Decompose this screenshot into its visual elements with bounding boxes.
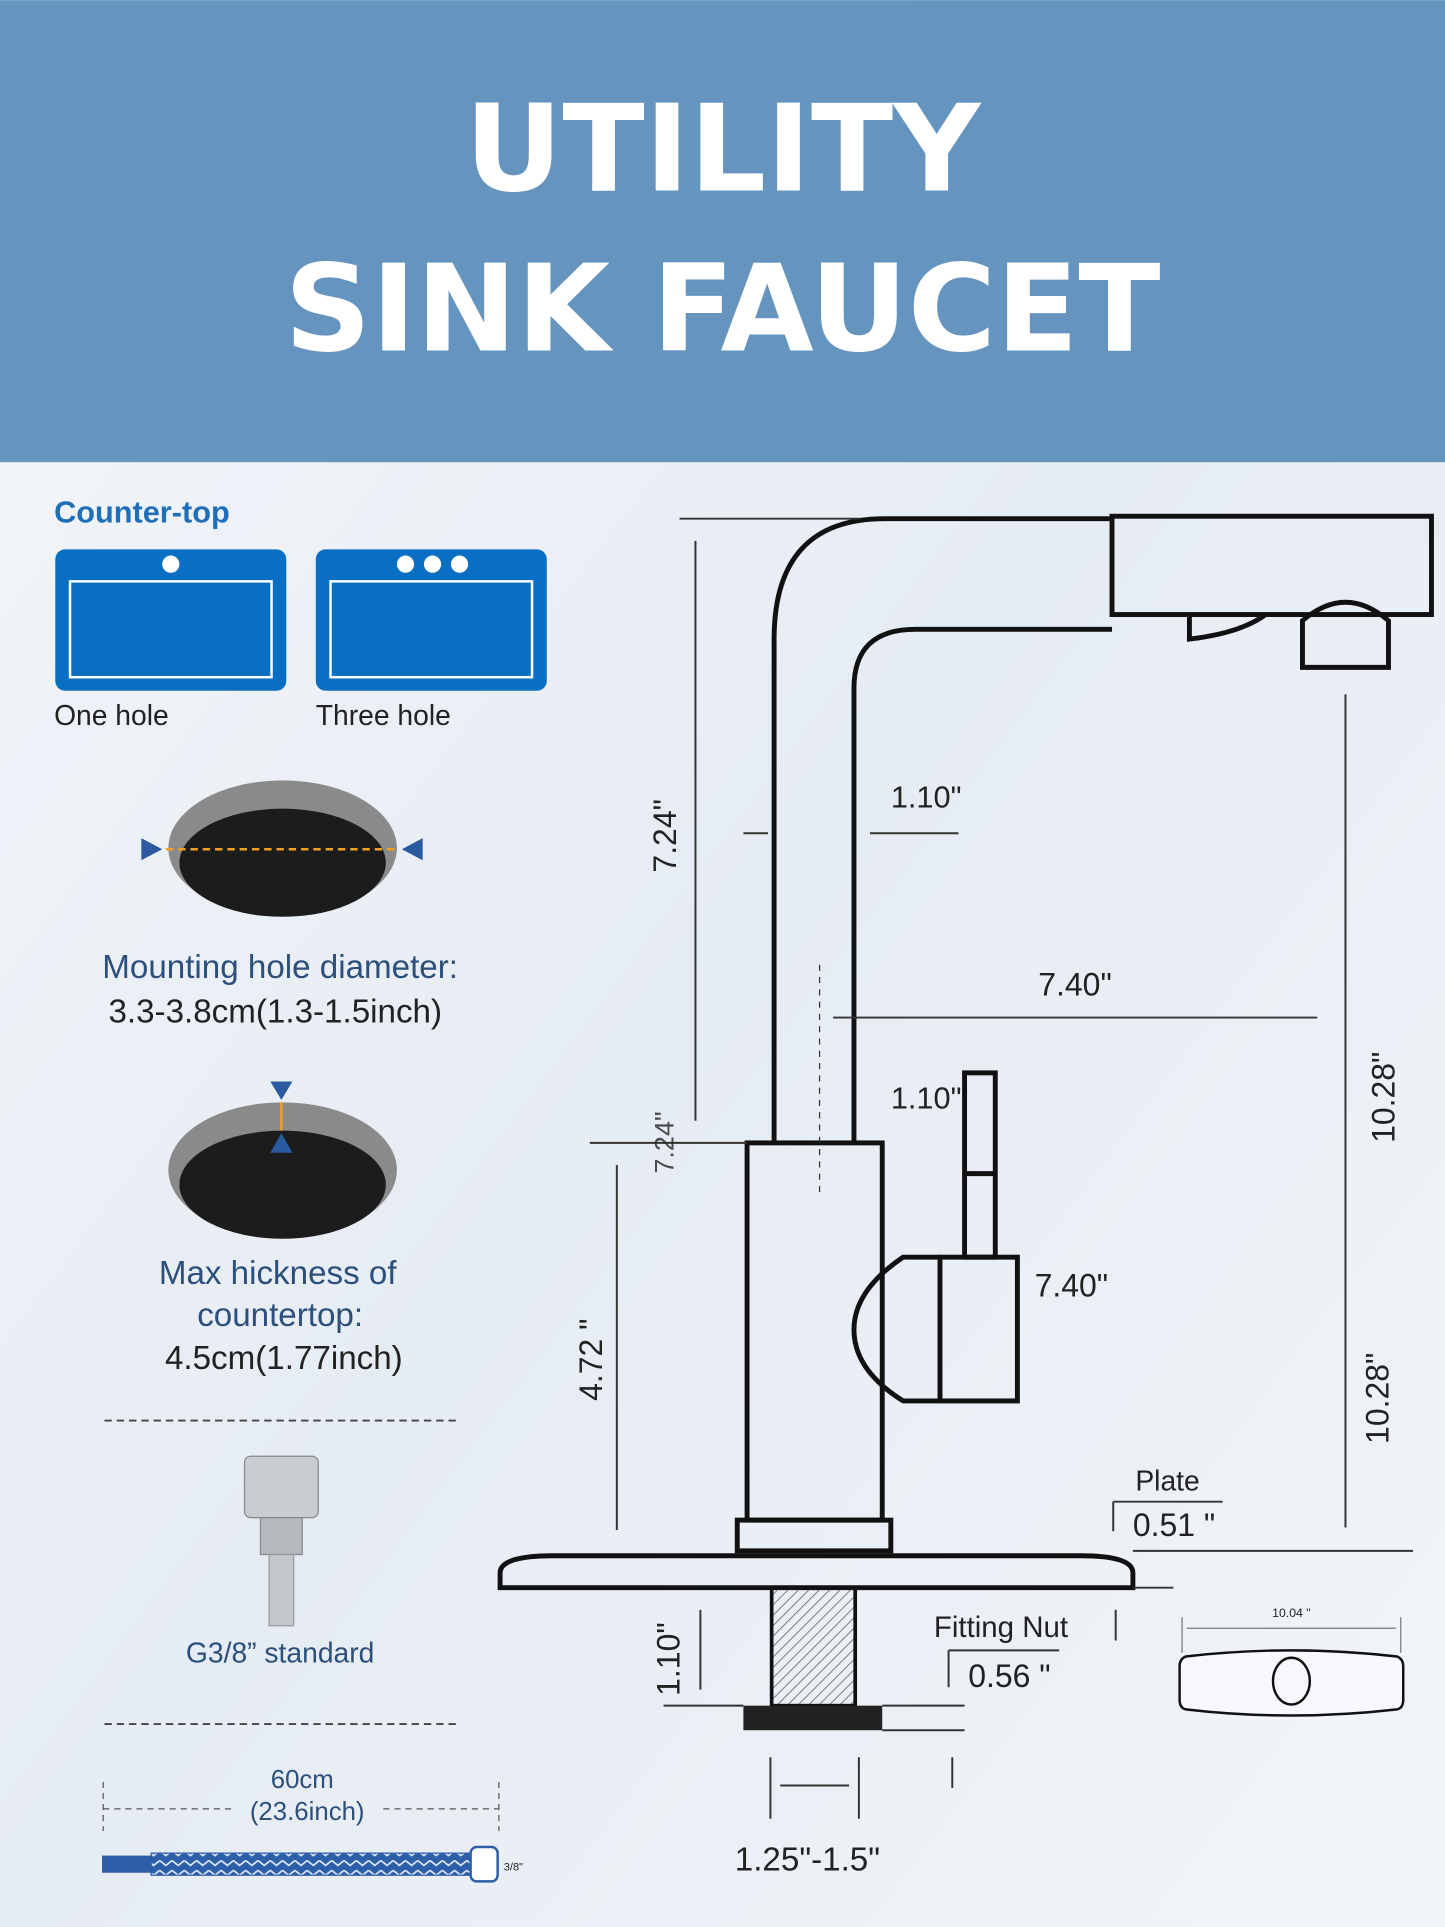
hole-range-dim: 1.25"-1.5" bbox=[735, 1841, 880, 1878]
one-hole-label: One hole bbox=[54, 699, 169, 731]
fitting-nut-value: 0.56 " bbox=[968, 1658, 1050, 1694]
braided-hose-icon bbox=[101, 1845, 499, 1883]
hose-length-dimension bbox=[102, 1781, 500, 1831]
one-hole-sink-icon bbox=[55, 549, 287, 691]
shank-length-dim: 1.10" bbox=[650, 1622, 686, 1696]
three-hole-sink-icon bbox=[315, 549, 547, 691]
spout-diameter-dim: 1.10" bbox=[891, 779, 962, 814]
total-height-ghost: 10.28" bbox=[1359, 1353, 1395, 1444]
body-height-dim: 4.72 " bbox=[573, 1319, 609, 1401]
g38-connector-icon bbox=[243, 1455, 319, 1627]
g38-label: G3/8” standard bbox=[186, 1637, 374, 1669]
hose-length-inch: (23.6inch) bbox=[250, 1798, 365, 1826]
plate-width-dim: 10.04 " bbox=[1272, 1606, 1310, 1620]
title-line-2: SINK FAUCET bbox=[285, 239, 1161, 379]
reach-dim: 7.40" bbox=[1038, 966, 1112, 1002]
plate-label: Plate bbox=[1135, 1465, 1199, 1497]
hose-size: 3/8" bbox=[504, 1861, 523, 1873]
three-hole-label: Three hole bbox=[316, 699, 451, 731]
total-height-dim: 10.28" bbox=[1366, 1052, 1402, 1143]
header-banner: UTILITY SINK FAUCET bbox=[0, 0, 1445, 463]
spout-height-ghost: 7.24" bbox=[649, 1111, 679, 1173]
mounting-hole-value: 3.3-3.8cm(1.3-1.5inch) bbox=[108, 993, 442, 1030]
plate-value: 0.51 " bbox=[1133, 1507, 1215, 1543]
deck-plate-top-view bbox=[1178, 1617, 1405, 1717]
faucet-drawing bbox=[497, 513, 1434, 1731]
thickness-label-1: Max hickness of bbox=[159, 1255, 397, 1292]
countertop-thickness-icon bbox=[168, 1081, 397, 1239]
hose-length: 60cm bbox=[271, 1766, 334, 1794]
reach-ghost: 7.40" bbox=[1035, 1267, 1109, 1303]
thickness-label-2: countertop: bbox=[197, 1297, 363, 1334]
mounting-hole-label: Mounting hole diameter: bbox=[102, 949, 458, 986]
fitting-nut-label: Fitting Nut bbox=[934, 1611, 1068, 1644]
spout-diameter-ghost: 1.10" bbox=[891, 1080, 962, 1115]
counter-top-heading: Counter-top bbox=[54, 494, 230, 529]
title-line-1: UTILITY bbox=[465, 80, 982, 220]
dimension-lines bbox=[589, 517, 1414, 1819]
spout-height-dim: 7.24" bbox=[647, 799, 683, 873]
thickness-value: 4.5cm(1.77inch) bbox=[165, 1340, 403, 1377]
mounting-hole-icon bbox=[141, 780, 423, 917]
